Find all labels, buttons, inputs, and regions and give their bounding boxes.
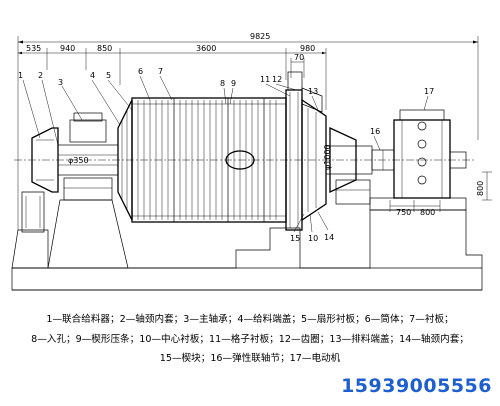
dimension-lines: [14, 36, 492, 230]
combined-feeder: [21, 127, 59, 233]
dim-750: 750: [396, 208, 411, 217]
callout-numbers: 1 2 3 4 5 6 7 8 9 11 12 13 14 15 10 16 1…: [18, 67, 434, 243]
callout-17: 17: [424, 87, 434, 96]
dim-800-h: 800: [420, 208, 435, 217]
dim-70: 70: [294, 53, 304, 62]
callout-5: 5: [106, 71, 111, 80]
callout-leaders: [22, 75, 429, 233]
callout-4: 4: [90, 71, 95, 80]
legend-line-2: 8—入孔；9—楔形压条；10—中心衬板；11—格子衬板；12—齿圈；13—排料端…: [31, 334, 469, 345]
contact-phone: 15939005556: [341, 375, 492, 397]
callout-14: 14: [324, 233, 334, 242]
callout-9: 9: [231, 79, 236, 88]
dim-940: 940: [60, 44, 75, 53]
shell-liners: [137, 98, 277, 222]
callout-10: 10: [308, 234, 318, 243]
legend-line-3: 15—楔块；16—弹性联轴节；17—电动机: [159, 353, 341, 364]
callout-11: 11: [260, 75, 270, 84]
callout-12: 12: [272, 75, 282, 84]
dim-overall: 9825: [250, 32, 270, 41]
dim-980: 980: [300, 44, 315, 53]
callout-7: 7: [158, 67, 163, 76]
manhole: [225, 150, 255, 170]
motor: [393, 109, 467, 199]
callout-15: 15: [290, 234, 300, 243]
callout-6: 6: [138, 67, 143, 76]
callout-2: 2: [38, 71, 43, 80]
callout-16: 16: [370, 127, 380, 136]
dim-850: 850: [97, 44, 112, 53]
dim-535: 535: [26, 44, 41, 53]
dim-3600: 3600: [196, 44, 216, 53]
callout-13: 13: [308, 87, 318, 96]
girth-gear: [285, 71, 303, 231]
main-bearing: [57, 112, 119, 201]
discharge-end-cover: [301, 87, 327, 222]
dim-phi350: φ350: [68, 156, 89, 165]
dimension-texts: 9825 535 940 850 3600 980 70 750 800 800…: [26, 32, 485, 217]
dim-phi1000: φ1000: [323, 144, 332, 170]
legend-line-1: 1—联合给料器；2—轴颈内套；3—主轴承；4—给料端盖；5—扇形衬板；6—筒体；…: [46, 314, 454, 325]
callout-8: 8: [220, 79, 225, 88]
discharge-bearing: [325, 126, 373, 205]
callout-1: 1: [18, 71, 23, 80]
ball-mill-technical-drawing: 9825 535 940 850 3600 980 70 750 800 800…: [11, 32, 492, 291]
foundation: [11, 197, 483, 291]
callout-3: 3: [58, 78, 63, 87]
dim-800-v: 800: [476, 181, 485, 196]
